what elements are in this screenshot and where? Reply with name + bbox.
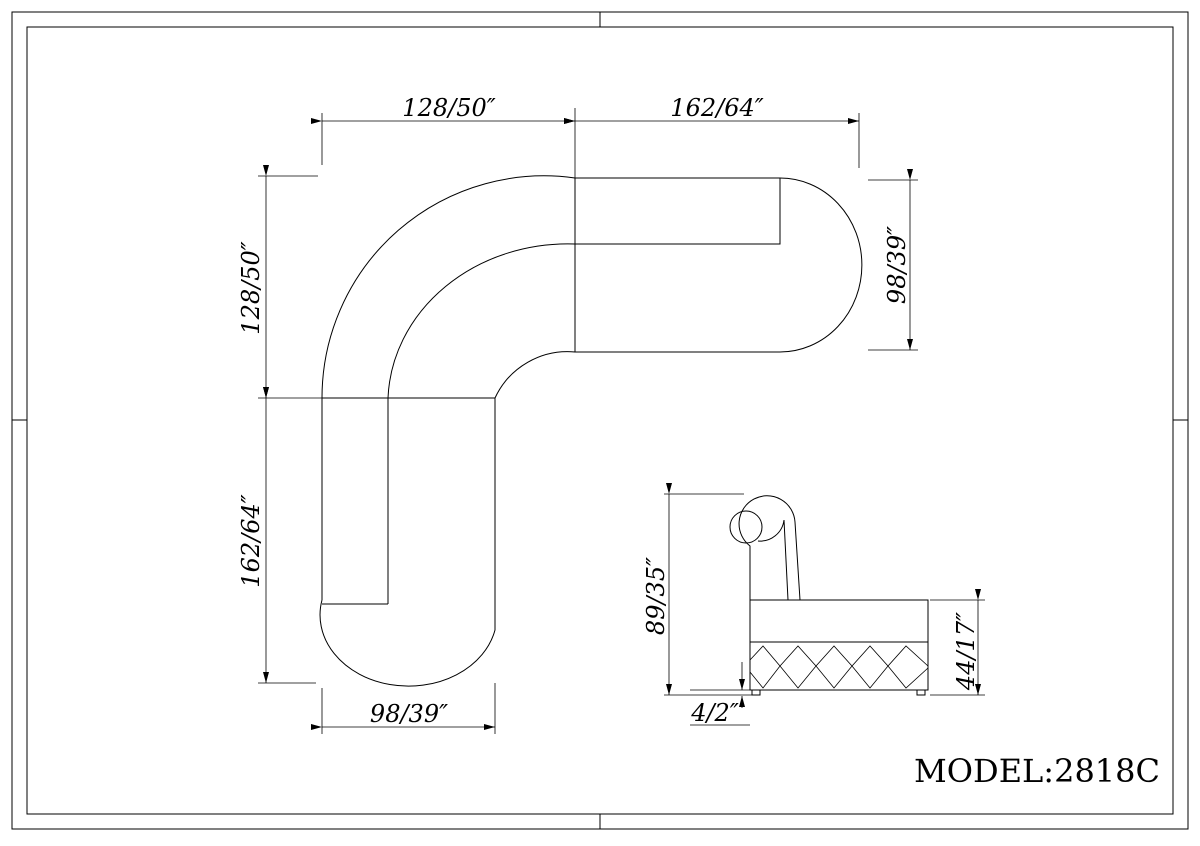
total-height-label: 89/35″	[642, 557, 670, 635]
left-upper-height-label: 128/50″	[237, 241, 265, 334]
drawing-frame	[11, 11, 1189, 830]
leg-height-label: 4/2″	[690, 699, 739, 727]
sofa-side-view	[729, 495, 929, 696]
model-label: MODEL:2818C	[914, 752, 1160, 790]
right-depth-label: 98/39″	[883, 226, 911, 304]
seat-height-label: 44/17″	[952, 612, 980, 691]
top-left-width-label: 128/50″	[402, 94, 495, 122]
sofa-top-view	[319, 175, 863, 687]
bottom-width-label: 98/39″	[370, 700, 448, 728]
left-lower-height-label: 162/64″	[237, 494, 265, 587]
side-view-dimensions: 89/35″ 44/17″ 4/2″	[642, 483, 985, 727]
top-right-width-label: 162/64″	[670, 94, 763, 122]
top-view-dimensions: 128/50″ 162/64″ 128/50″ 162/64″ 98/39″ 9…	[237, 94, 918, 734]
